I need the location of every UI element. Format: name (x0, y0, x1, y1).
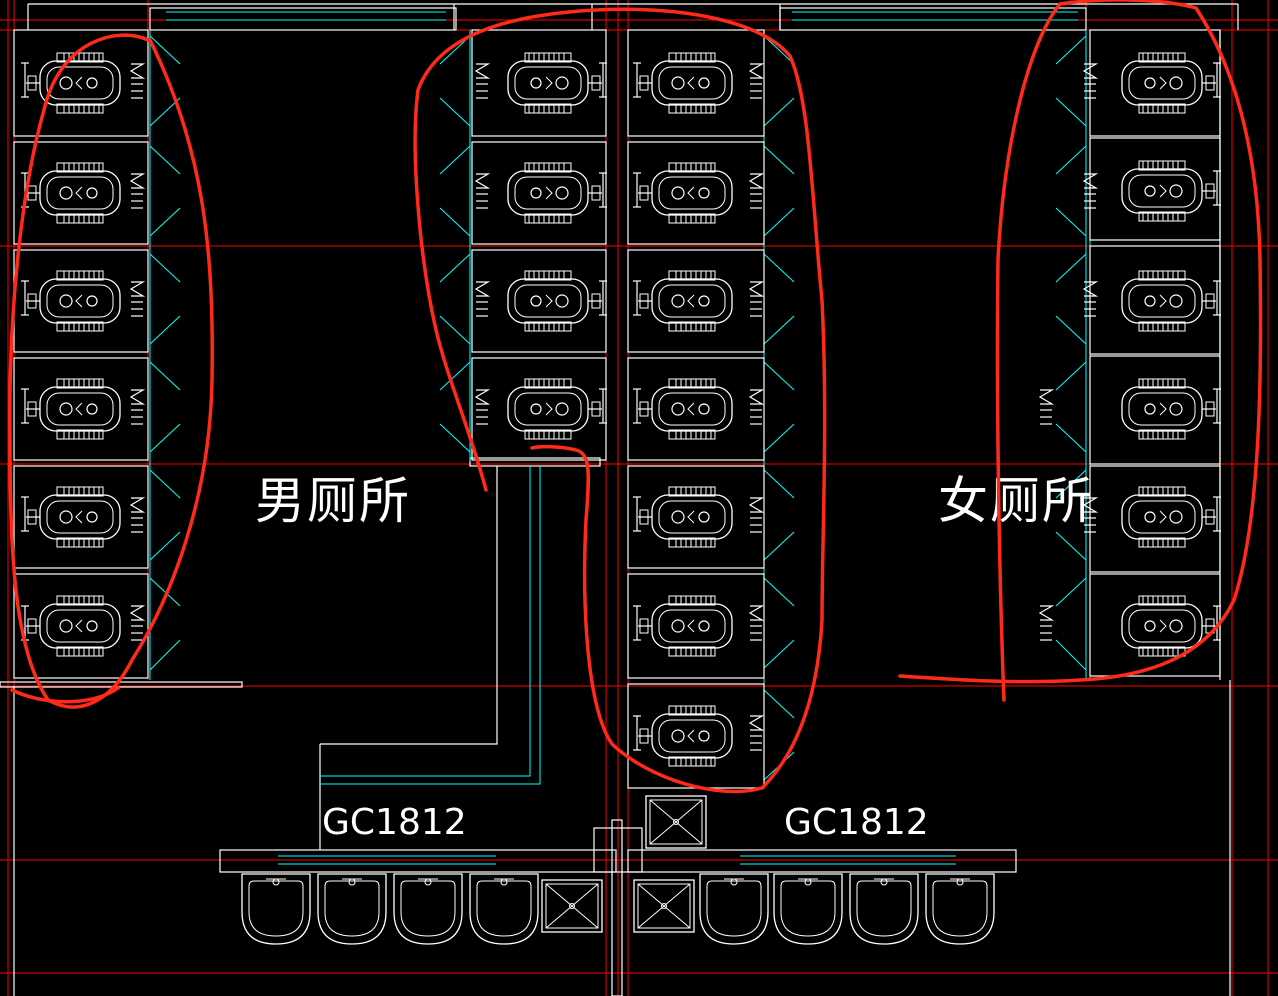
markup-annotations (8, 0, 1263, 794)
floor-drain-icon (541, 795, 707, 933)
partitions (149, 11, 1091, 865)
window-label-right: GC1812 (784, 802, 929, 843)
stall-boxes (13, 29, 1221, 789)
room-label-men: 男厕所 (255, 472, 411, 530)
room-label-women: 女厕所 (938, 472, 1094, 530)
window-label-left: GC1812 (322, 802, 467, 843)
door-tag-m1-icon (130, 63, 1097, 751)
